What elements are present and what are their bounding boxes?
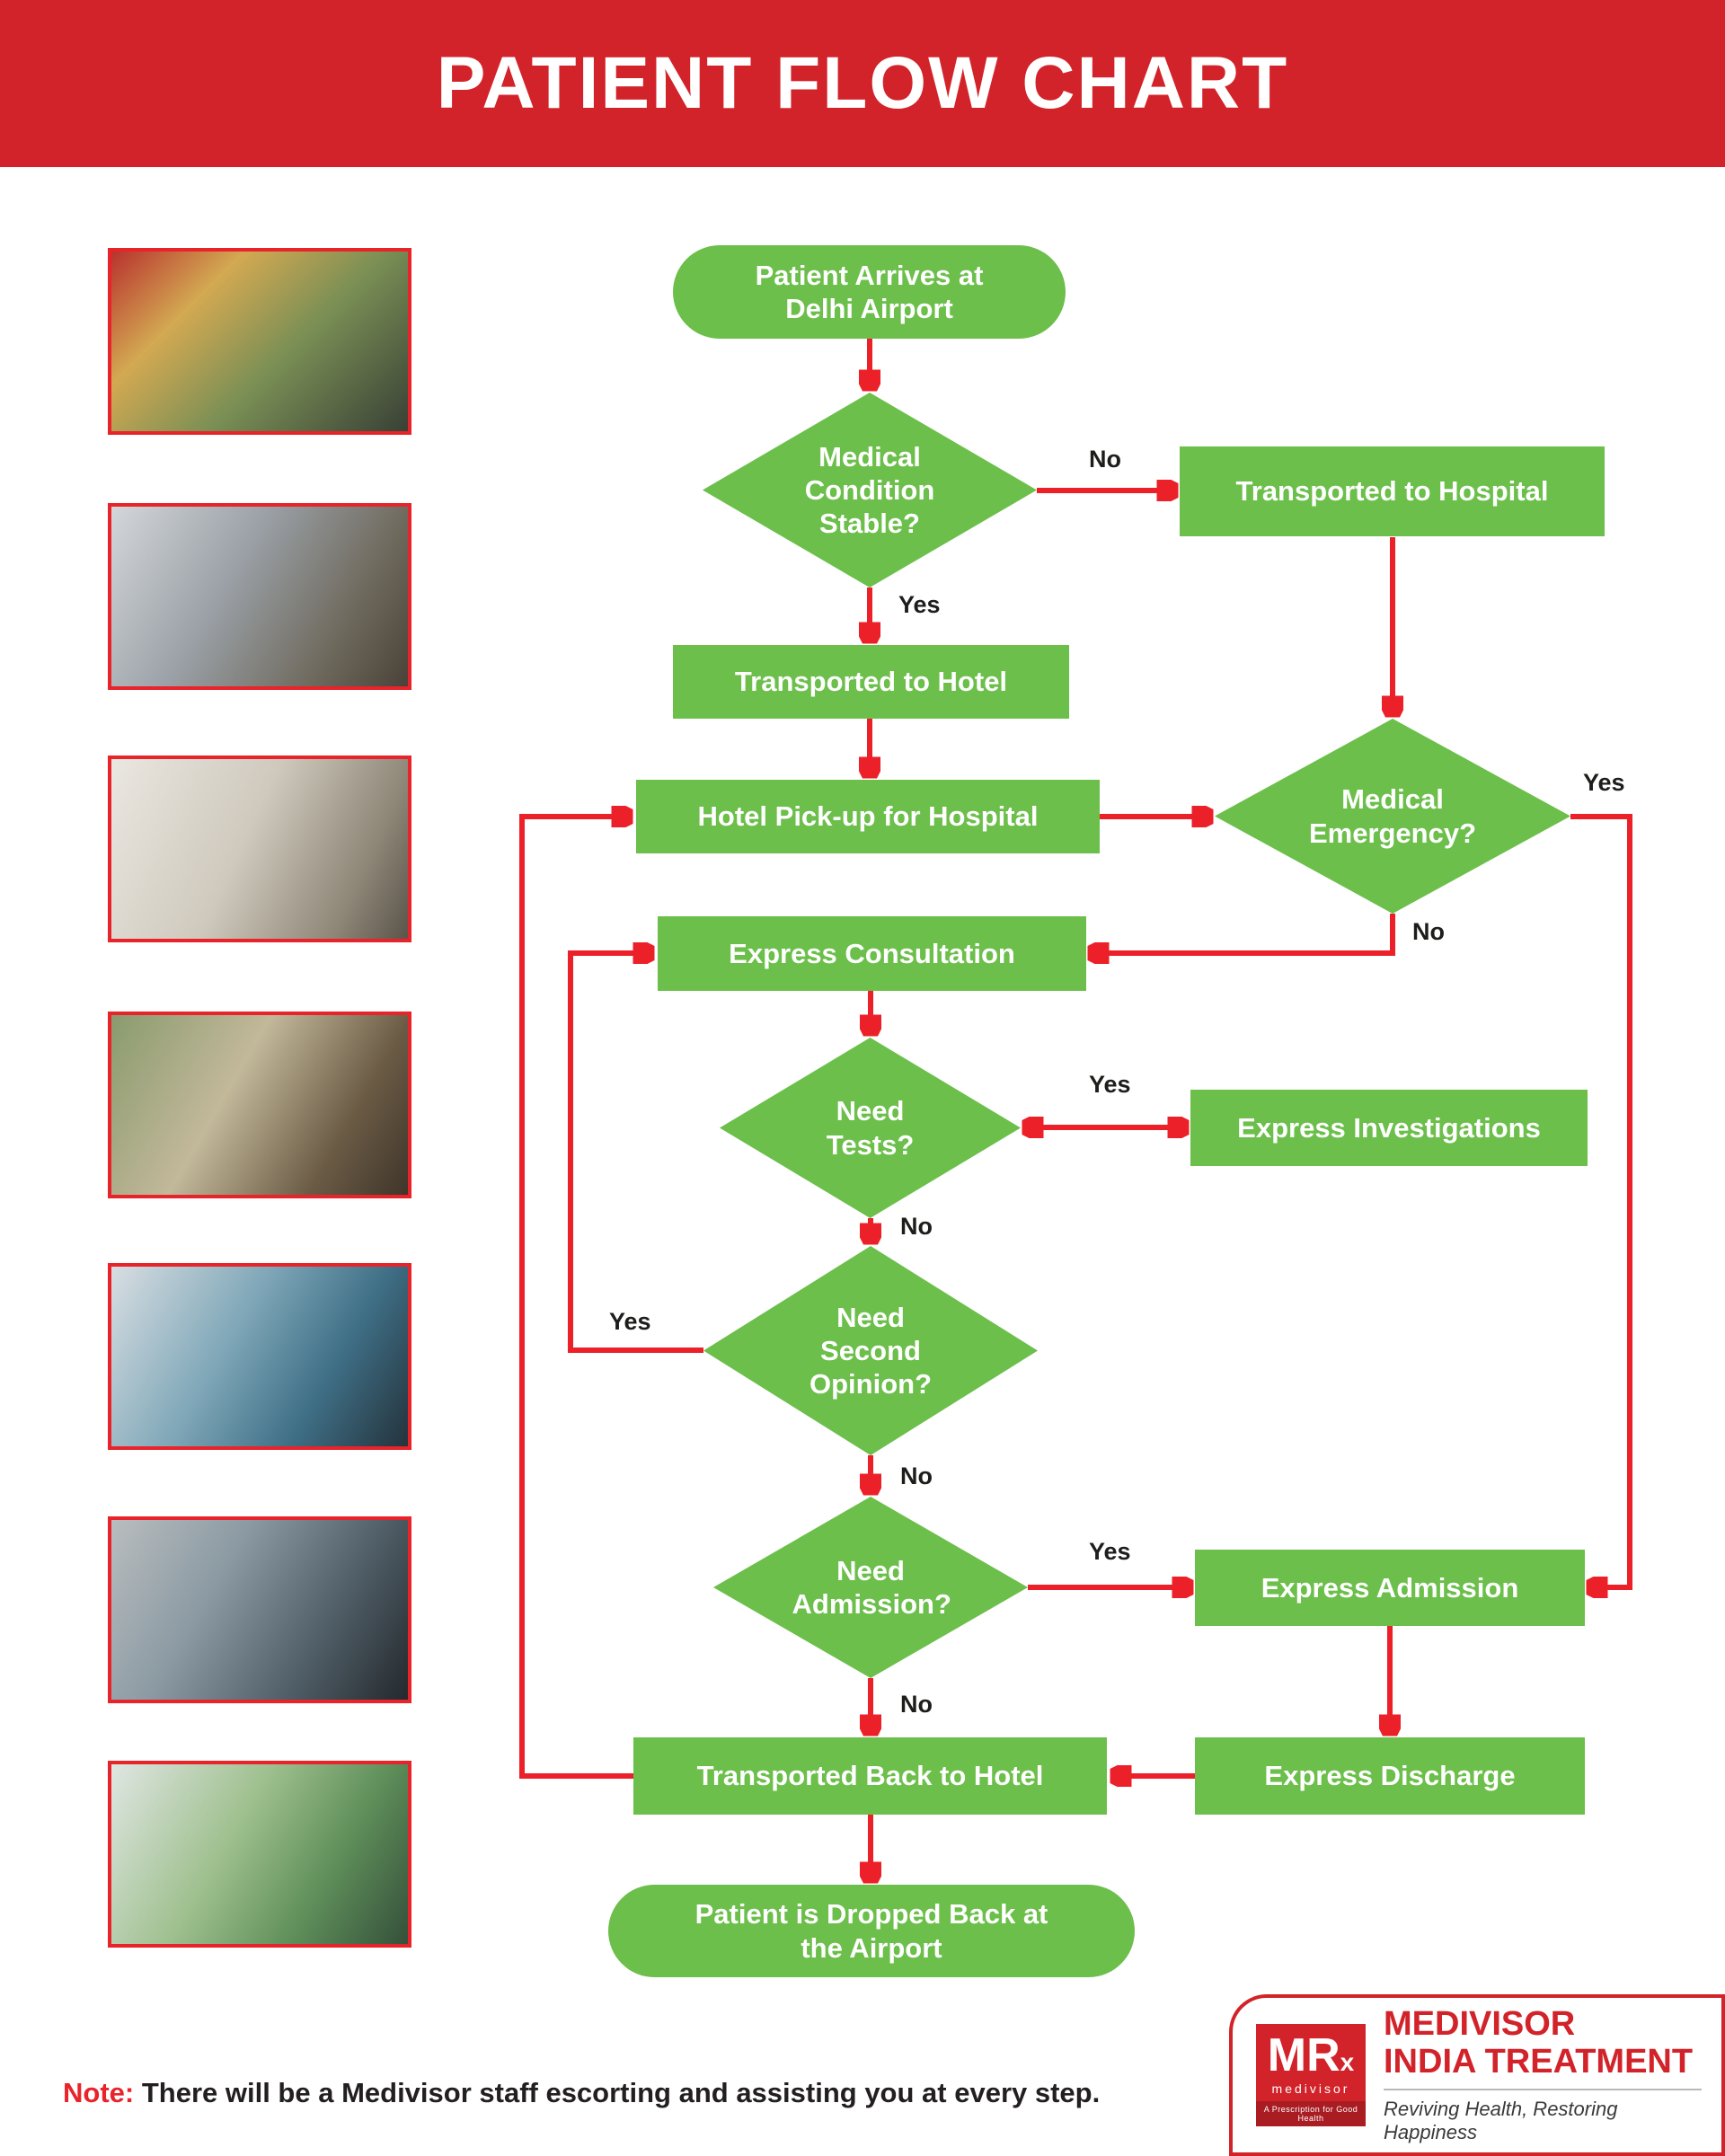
node-medical-emergency: Medical Emergency? bbox=[1215, 719, 1570, 914]
node-transported-back-to-hotel: Transported Back to Hotel bbox=[633, 1737, 1107, 1815]
node-hotel-pickup: Hotel Pick-up for Hospital bbox=[636, 780, 1100, 853]
brand-text: MEDIVISOR INDIA TREATMENT Reviving Healt… bbox=[1384, 2004, 1702, 2145]
medivisor-logo: MRx medivisor A Prescription for Good He… bbox=[1256, 2023, 1366, 2127]
node-express-consultation: Express Consultation bbox=[658, 916, 1086, 991]
node-express-investigations: Express Investigations bbox=[1190, 1090, 1588, 1166]
label-admission-no: No bbox=[900, 1691, 933, 1718]
label-emergency-yes: Yes bbox=[1583, 769, 1625, 796]
header-bar: PATIENT FLOW CHART bbox=[0, 0, 1725, 167]
photo-consultation bbox=[108, 1012, 411, 1198]
logo-wordmark: medivisor bbox=[1271, 2081, 1350, 2097]
label-stable-no: No bbox=[1089, 446, 1121, 473]
node-express-discharge: Express Discharge bbox=[1195, 1737, 1585, 1815]
node-express-admission: Express Admission bbox=[1195, 1550, 1585, 1626]
node-need-admission: Need Admission? bbox=[713, 1497, 1028, 1678]
label-tests-yes: Yes bbox=[1089, 1071, 1131, 1098]
label-tests-no: No bbox=[900, 1213, 933, 1240]
node-need-second-opinion: Need Second Opinion? bbox=[703, 1246, 1038, 1455]
label-second-yes: Yes bbox=[609, 1308, 651, 1335]
edge-emergency-no-to-consultation bbox=[1090, 914, 1395, 953]
photo-hospital-bed bbox=[108, 1761, 411, 1948]
brand-name-top: MEDIVISOR bbox=[1384, 2004, 1576, 2043]
note-label: Note: bbox=[63, 2077, 135, 2108]
brand-name-bottom: INDIA TREATMENT bbox=[1384, 2042, 1694, 2081]
logo-banner: A Prescription for Good Health bbox=[1256, 2101, 1366, 2127]
photo-xray-room bbox=[108, 1516, 411, 1703]
edge-back-hotel-loop-to-pickup bbox=[519, 817, 633, 1779]
photo-airport-arrival bbox=[108, 248, 411, 435]
footer-note: Note: There will be a Medivisor staff es… bbox=[63, 2077, 1100, 2109]
photo-medical-procedure bbox=[108, 1263, 411, 1450]
note-text: There will be a Medivisor staff escortin… bbox=[134, 2077, 1101, 2108]
node-transported-to-hospital: Transported to Hospital bbox=[1180, 446, 1605, 536]
logo-monogram: MRx bbox=[1267, 2028, 1355, 2081]
node-end: Patient is Dropped Back at the Airport bbox=[608, 1885, 1135, 1977]
page-title: PATIENT FLOW CHART bbox=[436, 42, 1289, 124]
edge-emergency-yes-to-admission bbox=[1570, 814, 1632, 1587]
brand-tagline: Reviving Health, Restoring Happiness bbox=[1384, 2098, 1618, 2144]
node-medical-condition-stable: Medical Condition Stable? bbox=[703, 393, 1037, 588]
label-stable-yes: Yes bbox=[898, 591, 941, 618]
label-admission-yes: Yes bbox=[1089, 1538, 1131, 1565]
label-second-no: No bbox=[900, 1462, 933, 1489]
node-need-tests: Need Tests? bbox=[720, 1038, 1021, 1218]
brand-card: MRx medivisor A Prescription for Good He… bbox=[1229, 1994, 1725, 2156]
node-transported-to-hotel: Transported to Hotel bbox=[673, 645, 1069, 719]
edge-second-yes-to-consultation bbox=[568, 953, 703, 1353]
photo-hotel-lobby bbox=[108, 755, 411, 942]
label-emergency-no: No bbox=[1412, 918, 1445, 945]
node-start: Patient Arrives at Delhi Airport bbox=[673, 245, 1066, 339]
brand-divider bbox=[1384, 2089, 1702, 2091]
photo-hotel-room bbox=[108, 503, 411, 690]
